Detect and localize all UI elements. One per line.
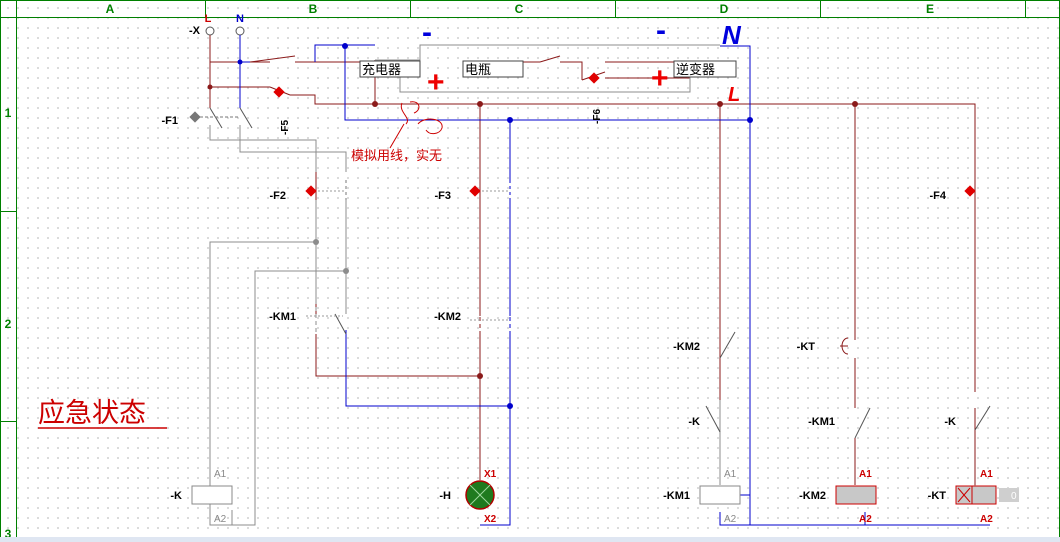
terminal-n-label: N — [236, 13, 244, 25]
pin-a1: A1 — [980, 469, 993, 480]
coil-k[interactable]: -K A1 A2 — [170, 469, 233, 525]
battery-box[interactable]: 电瓶 — [462, 60, 524, 78]
coil-kt[interactable]: -KT 0 A1 A2 — [928, 469, 1019, 525]
live-wiring — [209, 35, 976, 485]
contact-km2-d[interactable]: -KM2 — [673, 331, 736, 359]
contact-k-e[interactable]: -K — [944, 405, 991, 431]
f3-label: -F3 — [435, 190, 452, 202]
charger-label: 充电器 — [362, 62, 401, 77]
contact-km1[interactable]: -KM1 — [269, 300, 347, 335]
row-label: 1 — [5, 106, 12, 120]
contact-kt[interactable]: -KT — [797, 337, 849, 355]
row-label: 3 — [5, 527, 12, 541]
breaker-f5[interactable]: -F5 — [249, 55, 296, 135]
km2-d-label: -KM2 — [673, 341, 700, 353]
plus-mark: + — [427, 66, 445, 99]
terminal-l[interactable] — [205, 26, 215, 36]
column-label: E — [926, 2, 934, 16]
neutral-mark: N — [722, 20, 742, 50]
terminal-l-label: L — [205, 13, 212, 25]
row-label: 2 — [5, 317, 12, 331]
battery-label: 电瓶 — [465, 62, 491, 77]
pin-a1: A1 — [724, 469, 737, 480]
contact-km2[interactable]: -KM2 — [434, 310, 511, 334]
column-label: C — [515, 2, 524, 16]
breaker-f6[interactable]: -F6 — [539, 55, 606, 124]
inverter-label: 逆变器 — [676, 62, 715, 77]
km1-contact-label: -KM1 — [269, 311, 296, 323]
pin-a2: A2 — [724, 514, 737, 525]
h-lamp-label: -H — [439, 490, 451, 502]
km1-e-label: -KM1 — [808, 416, 835, 428]
lamp-h[interactable]: -H X1 X2 — [439, 469, 496, 525]
pin-x2: X2 — [484, 514, 497, 525]
frame-labels: A B C D E 1 2 3 — [5, 2, 934, 541]
k-d-label: -K — [688, 416, 700, 428]
k-coil-label: -K — [170, 490, 182, 502]
terminal-block: -X L N — [189, 13, 245, 37]
f6-label: -F6 — [592, 109, 603, 124]
f2-label: -F2 — [270, 190, 287, 202]
f5-label: -F5 — [280, 120, 291, 135]
kt-coil-label: -KT — [928, 490, 947, 502]
contact-km1-e[interactable]: -KM1 — [808, 407, 871, 439]
minus-mark: - — [422, 16, 432, 49]
kt-value: 0 — [1011, 491, 1017, 502]
pin-a2: A2 — [214, 514, 227, 525]
annotation-text: 模拟用线，实无 — [351, 148, 442, 163]
pin-x1: X1 — [484, 469, 497, 480]
km2-coil-label: -KM2 — [799, 490, 826, 502]
minus-mark: - — [656, 14, 666, 47]
breaker-f2[interactable]: -F2 — [270, 172, 347, 202]
f4-label: -F4 — [930, 190, 947, 202]
terminal-n[interactable] — [235, 26, 245, 36]
junction-dots — [207, 43, 858, 409]
pin-a2: A2 — [980, 514, 993, 525]
pin-a2: A2 — [859, 514, 872, 525]
column-label: A — [106, 2, 115, 16]
handwritten-marks: - + + - N L — [422, 14, 742, 106]
km2-contact-label: -KM2 — [434, 311, 461, 323]
charger-box[interactable]: 充电器 — [359, 60, 421, 78]
terminal-label: -X — [189, 25, 201, 37]
column-label: B — [309, 2, 318, 16]
contact-k-d[interactable]: -K — [688, 405, 721, 433]
kt-value-field[interactable] — [999, 488, 1019, 502]
f1-label: -F1 — [162, 115, 179, 127]
bottom-scrollbar[interactable] — [0, 537, 1060, 542]
state-label-group: 应急状态 — [38, 398, 167, 429]
inverter-box[interactable]: 逆变器 — [673, 60, 737, 78]
pin-a1: A1 — [214, 469, 227, 480]
coil-km2[interactable]: -KM2 A1 A2 — [799, 469, 877, 525]
breaker-f3[interactable]: -F3 — [435, 178, 511, 204]
kt-contact-label: -KT — [797, 341, 816, 353]
plus-mark: + — [651, 62, 669, 95]
switch-f1[interactable]: -F1 — [162, 107, 253, 129]
live-mark: L — [728, 84, 740, 106]
column-label: D — [720, 2, 729, 16]
k-e-label: -K — [944, 416, 956, 428]
coil-km1[interactable]: -KM1 A1 A2 — [663, 469, 741, 525]
km1-coil-label: -KM1 — [663, 490, 690, 502]
neutral-wiring — [239, 35, 990, 526]
pin-a1: A1 — [859, 469, 872, 480]
state-label: 应急状态 — [38, 398, 146, 428]
annotation-scribble — [389, 101, 443, 149]
breaker-f4[interactable]: -F4 — [930, 185, 976, 202]
